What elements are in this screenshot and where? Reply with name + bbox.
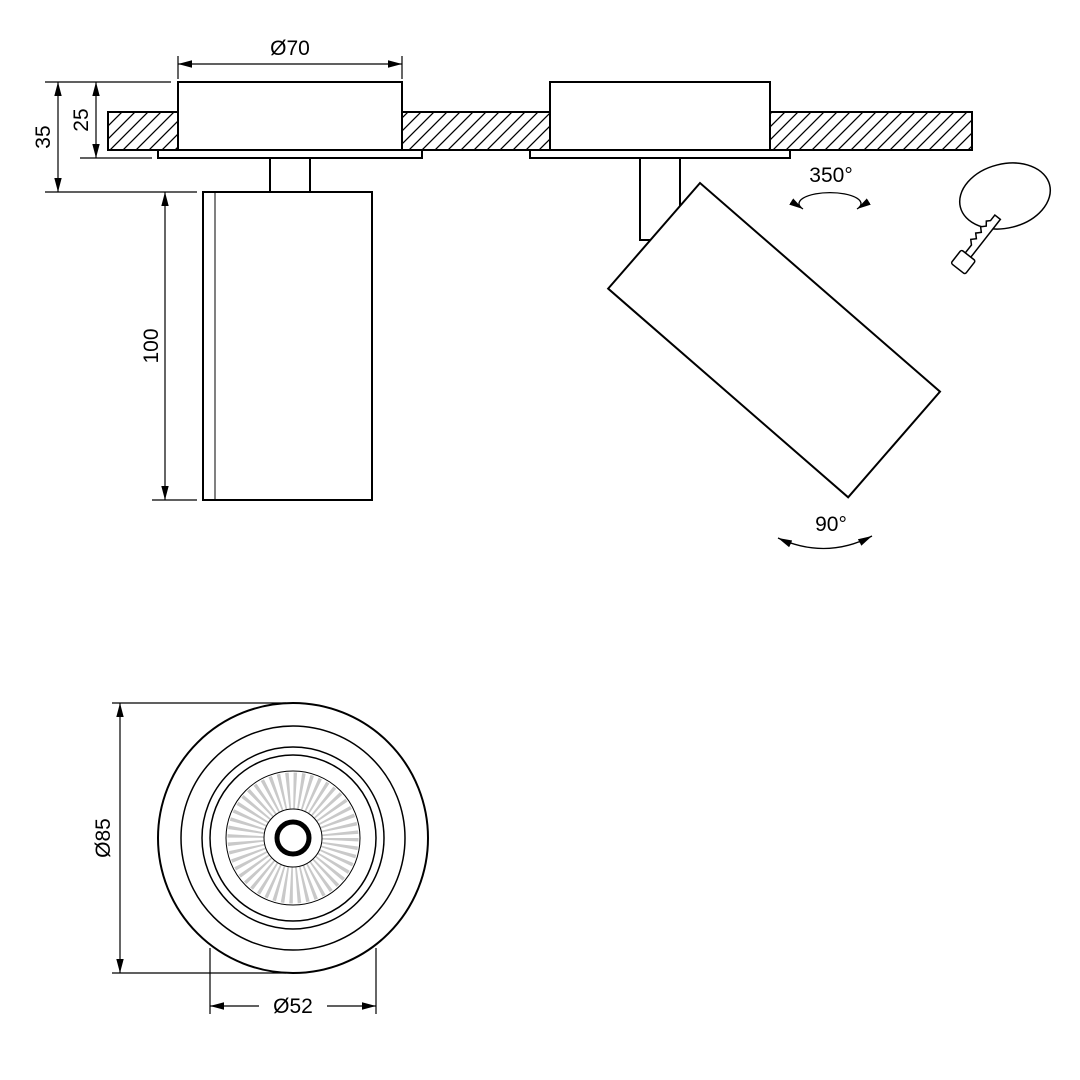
tilt-label: 90° bbox=[815, 513, 847, 536]
fixture-tilted-view bbox=[529, 81, 942, 499]
reflector-rays bbox=[227, 772, 359, 904]
ceiling-segment bbox=[769, 111, 973, 151]
dimension-recess-total-height: 35 bbox=[32, 81, 197, 193]
rotation-arrow bbox=[789, 191, 871, 210]
lamp-body-tilted bbox=[606, 181, 942, 499]
reflector-inner-circle bbox=[263, 808, 323, 868]
tilt-arrow bbox=[777, 535, 873, 550]
dim-label-body-length: 100 bbox=[140, 328, 163, 363]
recess-housing bbox=[549, 81, 771, 156]
dimension-body-length: 100 bbox=[140, 192, 197, 501]
trim-ring-circle bbox=[180, 725, 406, 951]
dim-label-face-diameter: Ø52 bbox=[273, 995, 313, 1018]
bezel-inner-circle bbox=[209, 754, 377, 922]
rotation-annotation: 350° bbox=[789, 164, 871, 210]
reflector-outer-circle bbox=[225, 770, 361, 906]
dimension-face-diameter: Ø52 bbox=[209, 948, 377, 1018]
key-ellipse bbox=[958, 162, 1052, 230]
allen-key-icon bbox=[950, 162, 1052, 275]
bezel-outer-circle bbox=[201, 746, 385, 930]
mounting-stem bbox=[269, 157, 311, 193]
ceiling-segment bbox=[107, 111, 179, 151]
rotation-label: 350° bbox=[809, 164, 852, 187]
dim-label-outer-diameter: Ø85 bbox=[92, 818, 115, 858]
dim-label-recess-total-height: 35 bbox=[32, 125, 55, 148]
ceiling-segment bbox=[401, 111, 551, 151]
dim-label-cutout-diameter: Ø70 bbox=[270, 37, 310, 60]
fixture-bottom-view bbox=[157, 702, 429, 974]
led-center-circle bbox=[274, 819, 312, 857]
key-shaft bbox=[963, 213, 1002, 260]
key-head bbox=[950, 249, 976, 275]
recess-housing bbox=[177, 81, 403, 156]
body-outline-circle bbox=[157, 702, 429, 974]
dimension-cutout-diameter: Ø70 bbox=[177, 37, 403, 79]
dimension-outer-diameter: Ø85 bbox=[92, 702, 286, 974]
ceiling-section bbox=[107, 111, 973, 151]
lamp-body bbox=[202, 191, 373, 501]
dim-label-recess-depth: 25 bbox=[70, 108, 93, 131]
dimension-recess-depth: 25 bbox=[70, 82, 152, 159]
fixture-side-view bbox=[157, 81, 423, 501]
trim-flange bbox=[157, 149, 423, 159]
tilt-annotation: 90° bbox=[777, 513, 873, 550]
trim-flange bbox=[529, 149, 791, 159]
